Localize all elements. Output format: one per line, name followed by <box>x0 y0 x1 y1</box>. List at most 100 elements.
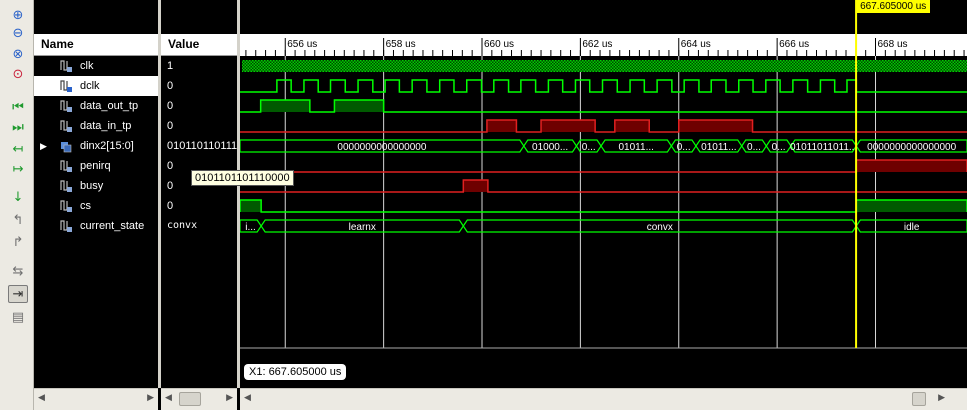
signal-value: 0 <box>167 180 174 192</box>
data-in-tp-high-fill <box>614 120 650 132</box>
zoom-cursor-button[interactable]: ⊙ <box>8 65 28 83</box>
signal-value: 0 <box>167 120 174 132</box>
signal-name: clk <box>80 60 94 72</box>
bit-signal-icon <box>60 100 72 112</box>
cursor-readout: X1: 667.605000 us <box>244 364 347 380</box>
ruler-tick-label: 664 us <box>681 39 711 50</box>
snap-to-transition-icon: ⇥ <box>12 286 24 302</box>
go-to-start-icon: ⏮ <box>12 99 24 115</box>
busy-wave <box>240 179 967 193</box>
scroll-left-icon[interactable]: ◀ <box>244 393 251 403</box>
current-state-segment-label: convx <box>647 222 673 233</box>
signal-name: penirq <box>80 160 111 172</box>
signal-row-dclk[interactable]: dclk <box>34 76 158 96</box>
dinx2-segment-label: 01011... <box>701 142 736 153</box>
scroll-right-icon[interactable]: ▶ <box>147 393 154 403</box>
signal-value: convx <box>167 220 198 231</box>
ruler-tick-label: 656 us <box>287 39 317 50</box>
scroll-right-icon[interactable]: ▶ <box>226 393 233 403</box>
cs-wave <box>240 199 967 213</box>
bit-signal-icon <box>60 80 72 92</box>
signal-row-clk[interactable]: clk <box>34 56 158 76</box>
bit-signal-icon <box>60 60 72 72</box>
signal-name: data_in_tp <box>80 120 132 132</box>
scroll-right-icon[interactable]: ▶ <box>938 393 945 403</box>
signal-value: 1 <box>167 60 174 72</box>
next-transition-icon: ↦ <box>12 161 24 177</box>
value-pane-splitter[interactable] <box>237 0 240 388</box>
bit-signal-icon <box>60 180 72 192</box>
dinx2-segment-label: 0... <box>582 142 596 153</box>
dinx2-segment-label: 0... <box>677 142 691 153</box>
signal-row-data-out-tp[interactable]: data_out_tp <box>34 96 158 116</box>
swap-cursors-icon: ⇆ <box>12 263 24 279</box>
zoom-fit-button[interactable]: ⊗ <box>8 45 28 63</box>
signal-name: dinx2[15:0] <box>80 140 134 152</box>
floating-ruler-icon: ▤ <box>11 309 25 325</box>
name-column-header[interactable]: Name <box>34 34 158 56</box>
name-pane-scrollbar[interactable]: ◀ ▶ <box>34 388 158 410</box>
previous-marker-button[interactable]: ↰ <box>8 211 28 229</box>
ruler-tick-label: 662 us <box>582 39 612 50</box>
waveform-scroll-thumb[interactable] <box>912 392 926 406</box>
clk-wave <box>242 60 967 72</box>
signal-row-busy[interactable]: busy <box>34 176 158 196</box>
cursor-time-label[interactable]: 667.605000 us <box>856 0 931 13</box>
snap-to-transition-button[interactable]: ⇥ <box>8 285 28 303</box>
zoom-cursor-icon: ⊙ <box>12 66 24 82</box>
signal-row-dinx2-15-0[interactable]: ▶ dinx2[15:0] <box>34 136 158 156</box>
ruler-tick-label: 658 us <box>386 39 416 50</box>
floating-ruler-button[interactable]: ▤ <box>8 308 28 326</box>
dclk-wave <box>240 79 967 93</box>
signal-row-current-state[interactable]: current_state <box>34 216 158 236</box>
dinx2-segment-label: 0... <box>747 142 761 153</box>
data-out-tp-wave <box>240 99 967 113</box>
bit-signal-icon <box>60 200 72 212</box>
name-pane-splitter[interactable] <box>158 0 161 388</box>
dinx2-segment-label: 0... <box>772 142 786 153</box>
waveform-scrollbar[interactable]: ◀ ▶ <box>240 388 967 410</box>
signal-value: 0 <box>167 200 174 212</box>
dinx2-segment-label: 01011011011... <box>790 142 857 153</box>
scroll-left-icon[interactable]: ◀ <box>38 393 45 403</box>
zoom-out-icon: ⊖ <box>12 25 24 41</box>
value-tooltip: 0101101101110000 <box>191 170 294 186</box>
signal-name-pane: Name clk dclk data_out_tp data_in_tp ▶ dinx2[… <box>34 0 158 388</box>
signal-row-data-in-tp[interactable]: data_in_tp <box>34 116 158 136</box>
expand-icon[interactable]: ▶ <box>40 141 47 151</box>
value-scroll-thumb[interactable] <box>179 392 201 406</box>
swap-cursors-button[interactable]: ⇆ <box>8 262 28 280</box>
signal-value-pane: Value 10000101101101110000000convx <box>161 0 237 388</box>
bit-signal-icon <box>60 160 72 172</box>
previous-marker-icon: ↰ <box>12 212 24 228</box>
signal-value: 0 <box>167 80 174 92</box>
next-transition-button[interactable]: ↦ <box>8 160 28 178</box>
go-to-end-icon: ⏭ <box>12 119 24 135</box>
bit-signal-icon <box>60 220 72 232</box>
cs-high-fill <box>856 200 967 212</box>
current-state-segment-label: learnx <box>349 222 376 233</box>
add-marker-button[interactable]: ↓ <box>8 188 28 206</box>
scroll-left-icon[interactable]: ◀ <box>165 393 172 403</box>
current-state-segment-label: idle <box>904 222 920 233</box>
data-in-tp-wave <box>240 119 967 133</box>
signal-row-cs[interactable]: cs <box>34 196 158 216</box>
data-out-tp-high-fill <box>334 100 384 112</box>
go-to-start-button[interactable]: ⏮ <box>8 98 28 116</box>
value-column-header[interactable]: Value <box>161 34 237 56</box>
signal-name: cs <box>80 200 91 212</box>
signal-row-penirq[interactable]: penirq <box>34 156 158 176</box>
go-to-end-button[interactable]: ⏭ <box>8 118 28 136</box>
dinx2-segment-label: 0000000000000000 <box>867 142 956 153</box>
previous-transition-button[interactable]: ↤ <box>8 140 28 158</box>
next-marker-icon: ↱ <box>12 234 24 250</box>
zoom-out-button[interactable]: ⊖ <box>8 24 28 42</box>
bus-signal-icon <box>61 142 72 153</box>
zoom-in-button[interactable]: ⊕ <box>8 6 28 24</box>
next-marker-button[interactable]: ↱ <box>8 233 28 251</box>
signal-name: data_out_tp <box>80 100 139 112</box>
signal-name: current_state <box>80 220 145 232</box>
data-in-tp-high-fill <box>486 120 517 132</box>
value-pane-scrollbar[interactable]: ◀ ▶ <box>161 388 237 410</box>
